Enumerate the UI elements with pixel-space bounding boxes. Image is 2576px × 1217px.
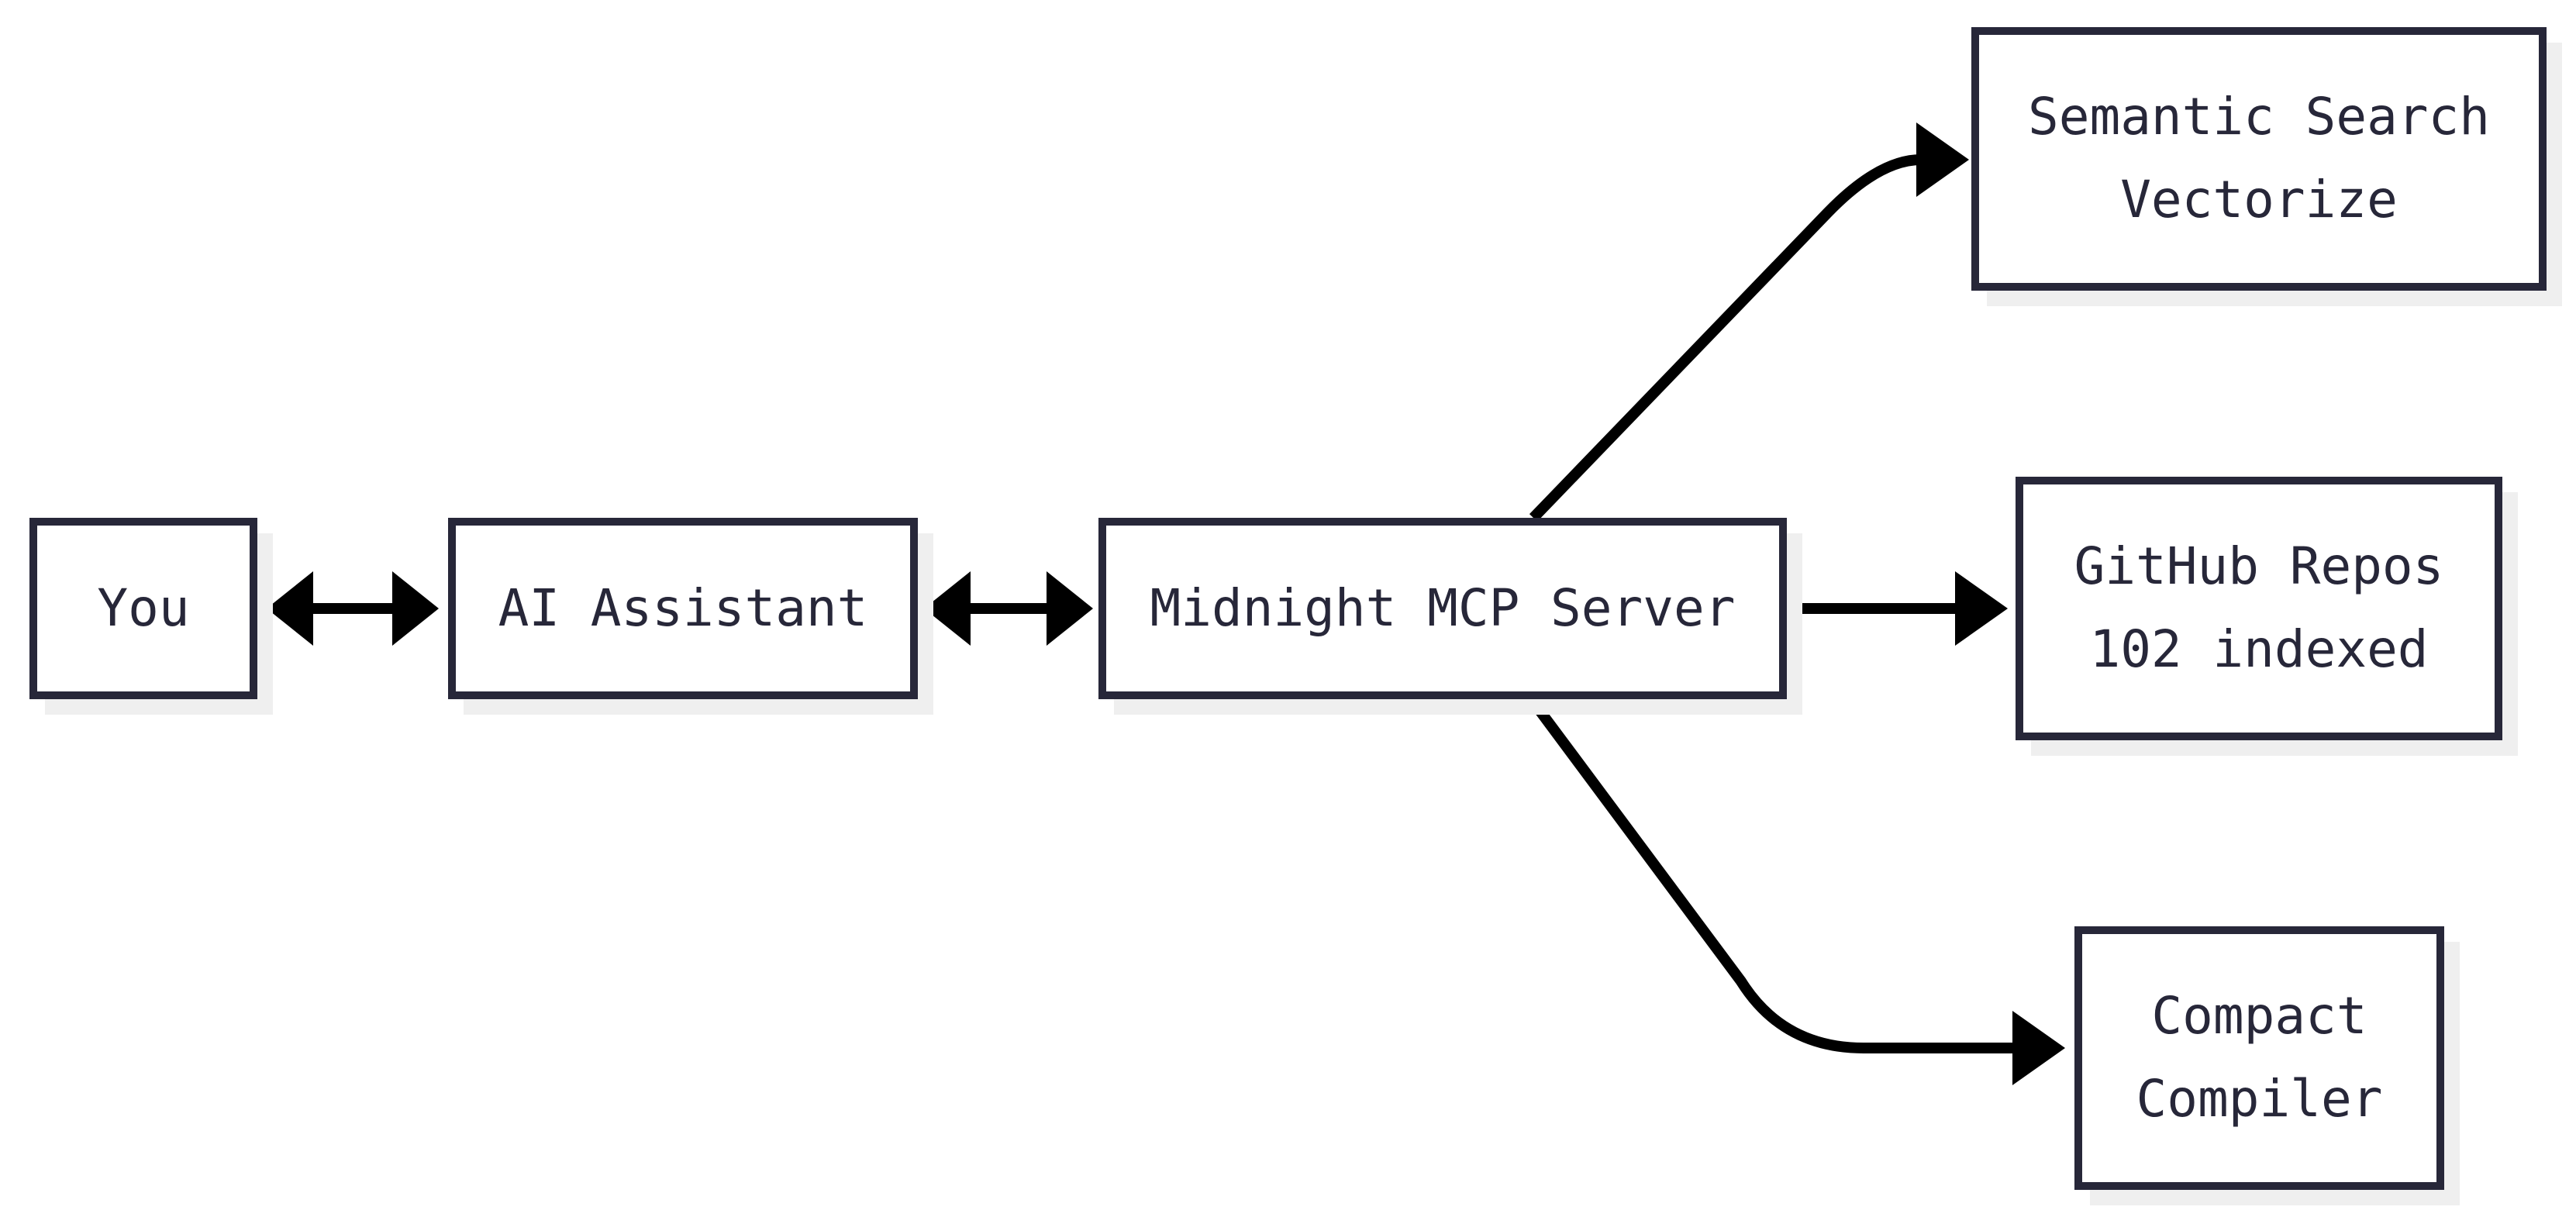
edge-ai-mcp-bidirectional-arrow xyxy=(924,571,1093,646)
node-semantic-search-vectorize: Semantic Search Vectorize xyxy=(1971,27,2547,291)
node-github-repos: GitHub Repos 102 indexed xyxy=(2016,477,2502,740)
node-you: You xyxy=(29,518,257,699)
node-ai-assistant-label: AI Assistant xyxy=(498,577,868,638)
node-semantic-search-line2: Vectorize xyxy=(2120,170,2398,229)
node-compact-compiler-line2: Compiler xyxy=(2136,1069,2383,1129)
node-semantic-search-line1: Semantic Search xyxy=(2027,87,2491,147)
edge-mcp-semantic-arrow xyxy=(1529,122,1969,522)
node-midnight-mcp-server-label: Midnight MCP Server xyxy=(1150,577,1736,638)
node-compact-compiler: Compact Compiler xyxy=(2074,926,2444,1190)
edge-mcp-github-arrow xyxy=(1788,571,2008,646)
node-github-repos-line1: GitHub Repos xyxy=(2074,536,2444,597)
node-you-label: You xyxy=(97,577,190,638)
node-compact-compiler-line1: Compact xyxy=(2151,986,2367,1046)
edge-mcp-compact-arrow xyxy=(1527,696,2065,1085)
node-ai-assistant: AI Assistant xyxy=(448,518,918,699)
node-midnight-mcp-server: Midnight MCP Server xyxy=(1098,518,1787,699)
edge-you-ai-bidirectional-arrow xyxy=(267,571,439,646)
node-github-repos-line2: 102 indexed xyxy=(2089,619,2429,679)
